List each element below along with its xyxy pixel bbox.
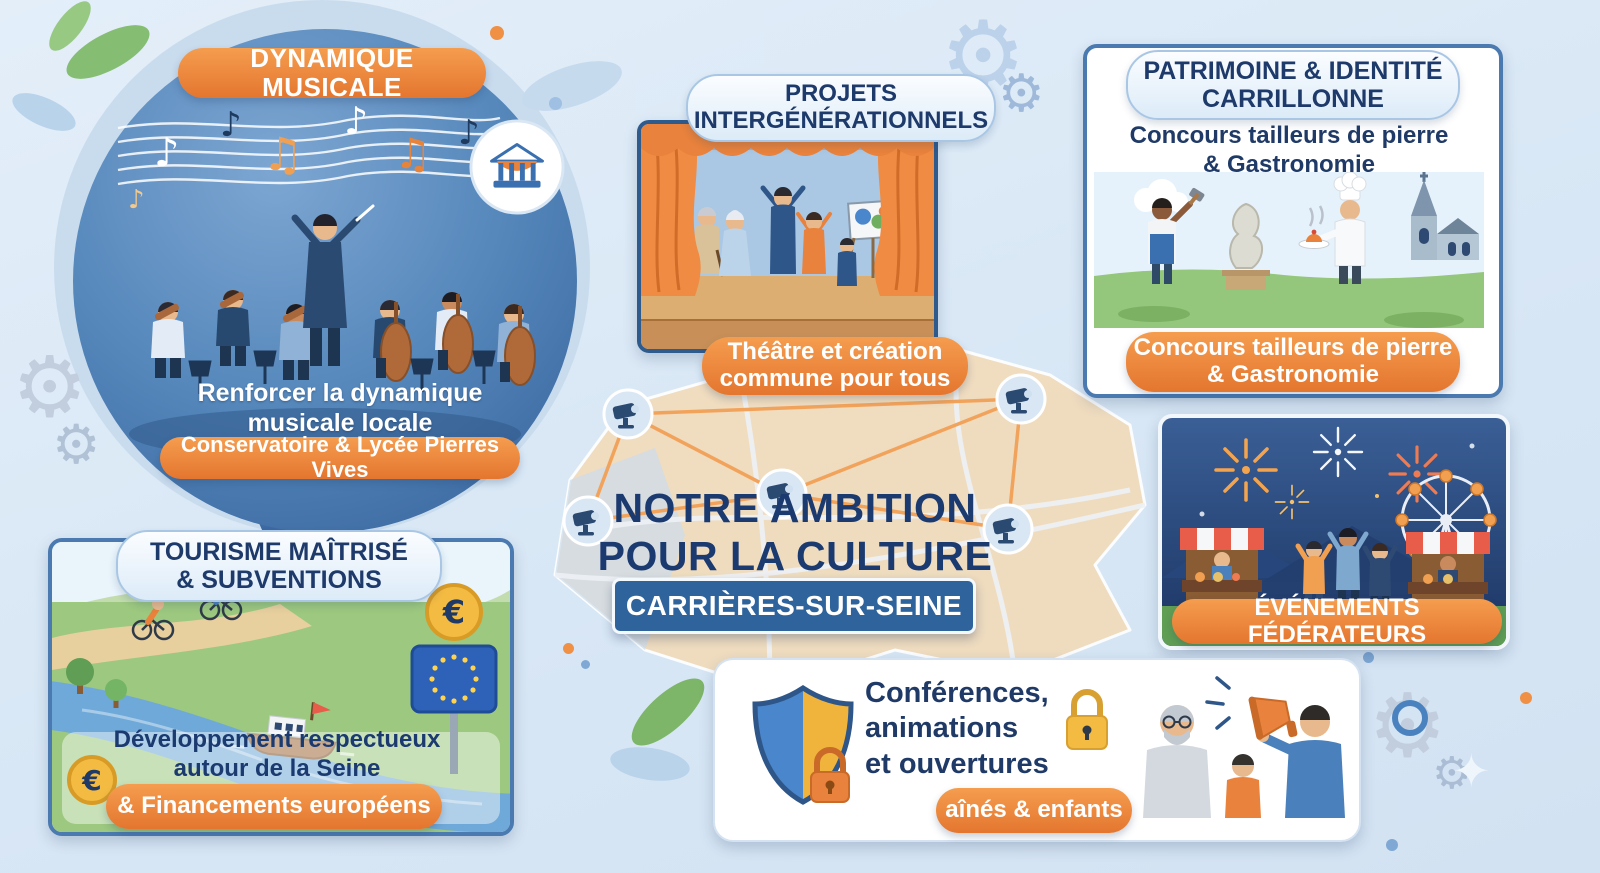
gear-icon: ⚙ [52,413,101,476]
music-note-icon: ♫ [394,129,432,178]
sound-lines [1205,676,1231,730]
shield-lock-icon [752,684,854,805]
music-note-icon: ♪ [344,99,368,143]
celebrating-people [1295,528,1398,610]
child [1225,754,1261,818]
intergenerationnels-badge: Théâtre et création commune pour tous [702,337,968,395]
section-title-musicale: DYNAMIQUE MUSICALE [178,43,486,102]
firework-burst [1274,484,1310,520]
leaf-decoration [522,61,622,111]
tree [105,679,127,708]
conductor [291,204,375,366]
sparkle-icon: ✦ [1452,744,1491,798]
megaphone-icon [1248,696,1298,740]
security-camera-icon [982,503,1034,555]
dot-decoration [490,26,504,40]
musicale-sub-badge: Conservatoire & Lycée Pierres Vives [160,433,520,482]
music-note-icon: ♪ [128,185,145,215]
leaf-decoration [631,678,705,746]
leaf-decoration [66,25,150,79]
theater-illustration [641,124,934,349]
music-note-icon: ♫ [262,127,303,181]
main-title: NOTRE AMBITION POUR LA CULTURE [597,485,993,580]
patrimoine-illustration [1094,172,1484,328]
orchestra-illustration: ♪ ♪ ♫ ♪ ♫ ♪ ♪ [73,29,577,564]
firework-burst [1312,426,1364,478]
musicale-body-text: Renforcer la dynamique musicale locale [197,379,483,437]
security-camera-icon [562,495,614,547]
section-title-intergenerationnels: PROJETS INTERGÉNÉRATIONNELS [686,74,996,142]
dot-decoration [581,660,590,669]
euro-coin-icon: € [67,755,117,805]
music-note-icon: ♪ [220,105,242,145]
stone-carver [1148,187,1205,284]
theater-building-icon [468,118,566,216]
security-camera-icon [995,373,1047,425]
dot-decoration [549,97,562,110]
dot-decoration [1520,692,1532,704]
leaf-decoration [49,1,91,51]
patrimoine-subtitle: Concours tailleurs de pierre & Gastronom… [1129,122,1449,178]
elderly-man [1143,705,1211,818]
stone-statue [1222,202,1270,290]
music-note-icon: ♪ [154,130,180,176]
euro-symbol: € [81,764,101,797]
leaf-decoration [12,93,76,131]
gear-icon: ⚙ [998,64,1045,124]
evenements-badge: ÉVÉNEMENTS FÉDÉRATEURS [1172,594,1502,647]
security-camera-icon [756,468,808,520]
fair-stall [1180,528,1264,608]
music-notes: ♪ ♪ ♫ ♪ ♫ ♪ ♪ [128,99,480,215]
ring-decoration [1392,700,1428,736]
euro-symbol: € [442,593,465,631]
chef [1298,172,1367,284]
dot-decoration [563,643,574,654]
announcer-man [1257,705,1345,818]
patrimoine-badge: Concours tailleurs de pierre & Gastronom… [1126,332,1460,392]
conferences-badge: aînés & enfants [936,788,1132,833]
section-title-tourisme: TOURISME MAÎTRISÉ & SUBVENTIONS [116,530,442,602]
gear-icon: ⚙ [1432,748,1472,799]
firework-burst [1388,445,1446,503]
euro-coin-icon [425,583,483,641]
conferences-body-text: Conférences, animations et ouvertures [865,677,1049,780]
city-name-badge: CARRIÈRES-SUR-SEINE [612,578,976,634]
firework-burst [1214,438,1278,502]
cellists [373,292,536,386]
dot-decoration [1363,652,1374,663]
tourisme-badge: & Financements européens [106,784,442,829]
church [1411,172,1479,260]
tourisme-body-text: Développement respectueux autour de la S… [113,726,441,782]
riverboat [230,702,355,760]
music-stands [188,350,496,394]
tree [66,658,94,694]
music-staff [117,114,501,186]
gear-icon: ⚙ [12,338,88,436]
security-cameras [562,373,1047,555]
conferences-illustration [752,676,1345,818]
section-title-patrimoine: PATRIMOINE & IDENTITÉ CARRILLONNE [1126,50,1460,120]
eu-sign: € [410,583,498,774]
theater-card [637,120,938,353]
eu-stars [429,654,479,704]
music-note-icon: ♪ [458,113,480,153]
padlock-icon [1066,689,1108,750]
dot-decoration [1386,839,1398,851]
leaf-decoration [610,747,690,781]
security-camera-icon [602,388,654,440]
violinists [151,290,313,380]
